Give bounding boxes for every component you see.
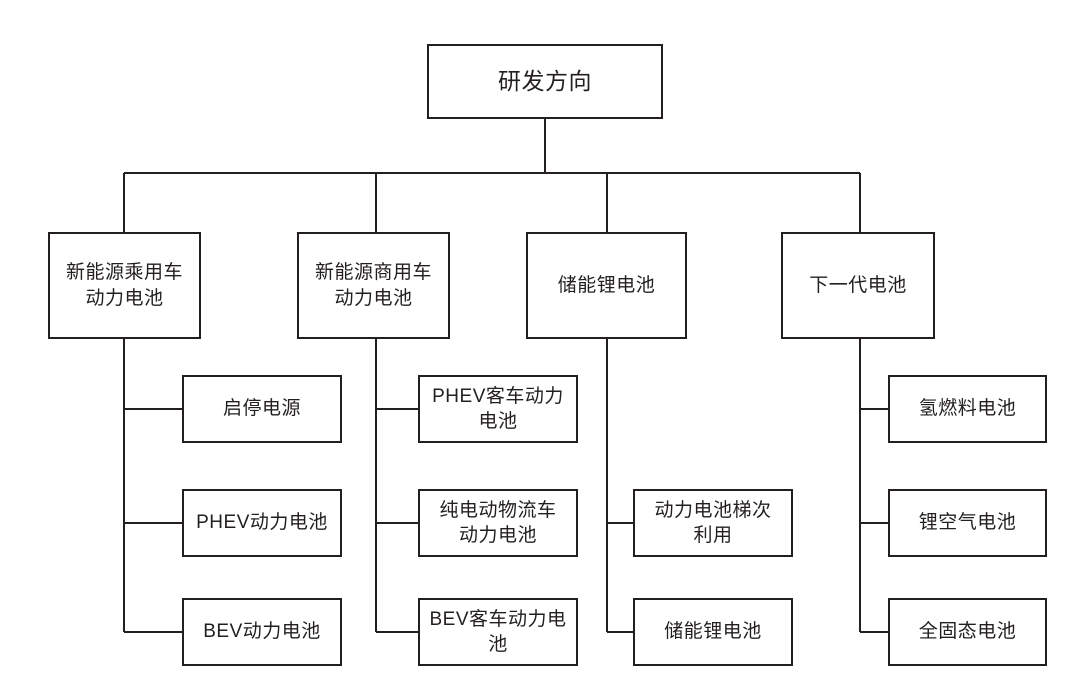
node-label: 新能源乘用车 动力电池 xyxy=(65,262,183,309)
node-label: PHEV动力电池 xyxy=(196,512,328,534)
leaf-node-leaf-hydrogen-fuel-cell[interactable]: 氢燃料电池 xyxy=(888,375,1047,443)
category-node-cat-next-generation[interactable]: 下一代电池 xyxy=(781,232,935,339)
leaf-node-leaf-bev-logistics-power-battery[interactable]: 纯电动物流车 动力电池 xyxy=(418,489,578,557)
leaf-node-leaf-bev-power-battery[interactable]: BEV动力电池 xyxy=(182,598,342,666)
node-label: 储能锂电池 xyxy=(664,621,762,643)
leaf-node-leaf-lithium-air-battery[interactable]: 锂空气电池 xyxy=(888,489,1047,557)
leaf-node-leaf-battery-echelon-utilization[interactable]: 动力电池梯次 利用 xyxy=(633,489,793,557)
node-label: BEV动力电池 xyxy=(203,621,321,643)
node-label: 下一代电池 xyxy=(809,274,907,296)
node-label: 新能源商用车 动力电池 xyxy=(314,262,432,309)
leaf-node-leaf-start-stop-power[interactable]: 启停电源 xyxy=(182,375,342,443)
leaf-node-leaf-all-solid-state-battery[interactable]: 全固态电池 xyxy=(888,598,1047,666)
leaf-node-leaf-bev-bus-power-battery[interactable]: BEV客车动力电 池 xyxy=(418,598,578,666)
node-label: 启停电源 xyxy=(222,398,301,420)
leaf-node-leaf-phev-power-battery[interactable]: PHEV动力电池 xyxy=(182,489,342,557)
node-label: 纯电动物流车 动力电池 xyxy=(439,499,557,546)
node-label: 氢燃料电池 xyxy=(918,398,1017,420)
node-label: 动力电池梯次 利用 xyxy=(654,499,772,546)
category-node-cat-nev-passenger[interactable]: 新能源乘用车 动力电池 xyxy=(48,232,201,339)
leaf-node-leaf-phev-bus-power-battery[interactable]: PHEV客车动力 电池 xyxy=(418,375,578,443)
node-label: 研发方向 xyxy=(498,68,592,95)
node-label: 全固态电池 xyxy=(918,621,1017,643)
node-label: 锂空气电池 xyxy=(918,512,1017,534)
category-node-cat-energy-storage-lithium[interactable]: 储能锂电池 xyxy=(526,232,687,339)
node-label: PHEV客车动力 电池 xyxy=(432,385,564,432)
leaf-node-leaf-energy-storage-lithium-battery[interactable]: 储能锂电池 xyxy=(633,598,793,666)
category-node-cat-nev-commercial[interactable]: 新能源商用车 动力电池 xyxy=(297,232,450,339)
root-node-root[interactable]: 研发方向 xyxy=(427,44,663,119)
node-label: BEV客车动力电 池 xyxy=(429,608,567,655)
node-label: 储能锂电池 xyxy=(557,274,656,296)
